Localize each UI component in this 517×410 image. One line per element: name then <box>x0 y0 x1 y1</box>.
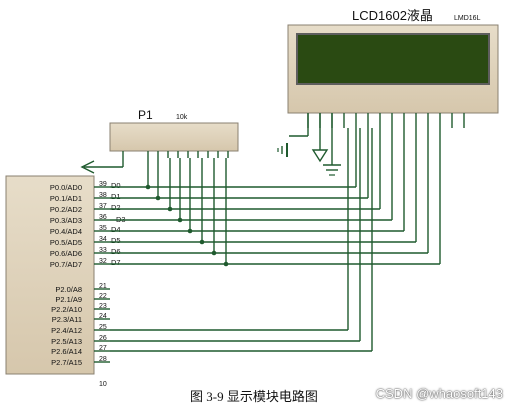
port0-pin-label: P0.4/AD4 <box>50 227 82 236</box>
port0-pin-num: 39 <box>99 181 107 188</box>
port2-pin-num: 28 <box>99 356 107 363</box>
port0-pin-label: P0.2/AD2 <box>50 205 82 214</box>
data-label-d1: D1 <box>111 192 121 201</box>
port0-pin-num: 32 <box>99 258 107 265</box>
potentiometer-p1: P1 10k <box>80 108 239 174</box>
port0-pin-num: 33 <box>99 247 107 254</box>
port2-pin-label: P2.2/A10 <box>51 305 82 314</box>
port0-pin-label: P0.1/AD1 <box>50 194 82 203</box>
data-label-d7: D7 <box>111 258 121 267</box>
junction-dot <box>167 206 173 212</box>
gnd-triangle <box>311 149 329 163</box>
port2-pin-label: P2.4/A12 <box>51 326 82 335</box>
port0-pin-num: 38 <box>99 192 107 199</box>
pot-name: P1 <box>138 108 153 122</box>
wires <box>110 128 441 352</box>
figure-caption: 图 3-9 显示模块电路图 <box>190 389 318 404</box>
port0-pin-label: P0.6/AD6 <box>50 249 82 258</box>
port2-pin-num: 24 <box>99 313 107 320</box>
port0-pin-label: P0.0/AD0 <box>50 183 82 192</box>
data-label-d6: D6 <box>111 247 121 256</box>
port2-pin-label: P2.0/A8 <box>55 285 82 294</box>
port2-pin-num: 23 <box>99 303 107 310</box>
lcd-module: LCD1602液晶 LMD16L <box>287 8 499 128</box>
mcu-body <box>5 175 95 375</box>
pot-body <box>109 122 239 152</box>
junction-dots <box>145 184 229 267</box>
pot-arrow-head <box>80 160 95 174</box>
lcd-title: LCD1602液晶 <box>352 8 433 23</box>
junction-dot <box>155 195 161 201</box>
junction-dot <box>187 228 193 234</box>
port2-pin-label: P2.6/A14 <box>51 347 82 356</box>
lcd-screen <box>296 33 490 85</box>
port0-pin-num: 36 <box>99 214 107 221</box>
ground-symbols <box>277 113 341 176</box>
junction-dot <box>211 250 217 256</box>
junction-dot <box>223 261 229 267</box>
port2-pin-label: P2.1/A9 <box>55 295 82 304</box>
port2-pin-label: P2.7/A15 <box>51 358 82 367</box>
pot-value: 10k <box>176 114 188 121</box>
port2-pin-num: 22 <box>99 293 107 300</box>
pot-pins <box>147 151 229 158</box>
junction-dot <box>145 184 151 190</box>
port0-pin-num: 34 <box>99 236 107 243</box>
watermark: CSDN @whaosoft143 <box>375 386 503 401</box>
port2-pin-num: 21 <box>99 283 107 290</box>
port0-pin-num: 35 <box>99 225 107 232</box>
data-label-d4: D4 <box>111 225 121 234</box>
lcd-part-label: LMD16L <box>454 15 481 22</box>
port2-pin-label: P2.3/A11 <box>52 315 82 324</box>
port2-pin-num: 27 <box>99 345 107 352</box>
port2-pin-num: 26 <box>99 335 107 342</box>
port0-pin-num: 37 <box>99 203 107 210</box>
port0-pin-label: P0.5/AD5 <box>50 238 82 247</box>
data-label-d2: D2 <box>111 203 121 212</box>
port0-pin-label: P0.7/AD7 <box>50 260 82 269</box>
port0-pin-label: P0.3/AD3 <box>50 216 82 225</box>
port2-pin-label: P2.5/A13 <box>51 337 82 346</box>
data-label-d5: D5 <box>111 236 121 245</box>
junction-dot <box>177 217 183 223</box>
junction-dot <box>199 239 205 245</box>
port2-pin-num: 25 <box>99 324 107 331</box>
mcu-pin-num-10: 10 <box>99 381 107 388</box>
data-label-d0: D0 <box>111 181 121 190</box>
